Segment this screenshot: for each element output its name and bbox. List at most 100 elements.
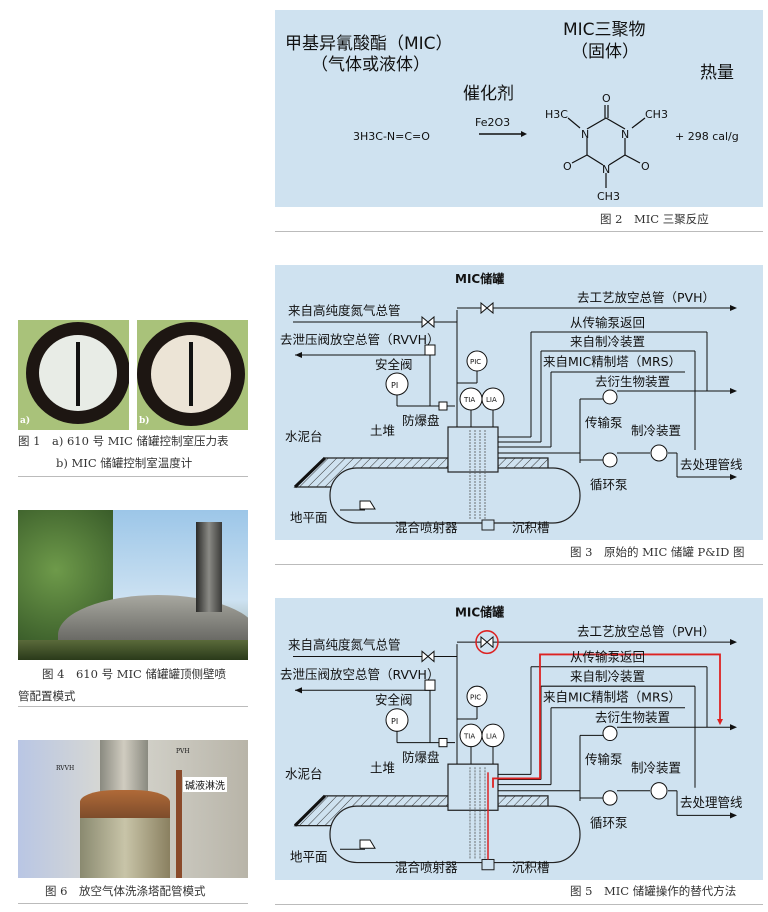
- lia-text: LIA: [486, 731, 497, 740]
- label-rupture-disk: 防爆盘: [402, 413, 440, 428]
- figure-5-caption: 图 5 MIC 储罐操作的替代方法: [570, 884, 737, 898]
- atom-n-left: N: [581, 128, 589, 141]
- vent-valve: [480, 635, 494, 649]
- tank-manway: [447, 763, 499, 811]
- label-safety-valve: 安全阀: [375, 692, 412, 707]
- label-earth-mound: 土堆: [370, 423, 395, 438]
- figure-1-caption-line2: b) MIC 储罐控制室温度计: [56, 456, 193, 470]
- circulation-pump-icon: [602, 452, 618, 468]
- pi-gauge: [385, 372, 409, 396]
- divider: [18, 706, 248, 707]
- piping: [293, 307, 730, 511]
- label-nitrogen: 来自高纯度氮气总管: [288, 637, 400, 652]
- divider: [275, 564, 763, 565]
- heat-label: 热量: [700, 63, 734, 83]
- label-sump: 沉积槽: [512, 520, 550, 535]
- label-pvh: PVH: [176, 748, 190, 755]
- label-return-from-pump: 从传输泵返回: [570, 315, 645, 330]
- nitrogen-valve: [421, 315, 435, 329]
- label-b: b): [139, 416, 150, 426]
- figure-4-caption-line2: 管配置模式: [18, 689, 76, 703]
- nitrogen-valve: [421, 650, 435, 663]
- vent-valve: [480, 301, 494, 315]
- atom-o-top: O: [602, 92, 611, 105]
- figure-1-caption-line1: 图 1 a) 610 号 MIC 储罐控制室压力表: [18, 434, 229, 448]
- label-pvh: 去工艺放空总管（PVH）: [577, 624, 715, 639]
- label-to-process: 去处理管线: [680, 795, 743, 810]
- tank-title: MIC储罐: [455, 271, 504, 286]
- eductor-icon: [359, 839, 376, 849]
- label-rupture-disk: 防爆盘: [402, 750, 440, 765]
- pi-text: PI: [391, 716, 398, 726]
- label-rvvh: RVVH: [56, 765, 75, 772]
- label-safety-valve: 安全阀: [375, 357, 413, 372]
- pic-gauge: [466, 350, 488, 372]
- methyl-bottom: CH3: [597, 190, 620, 203]
- label-return-from-pump: 从传输泵返回: [570, 649, 645, 664]
- figure-4-caption-line1: 图 4 610 号 MIC 储罐罐顶侧壁喷: [42, 667, 227, 681]
- label-rvvh: 去泄压阀放空总管（RVVH）: [280, 332, 440, 347]
- alternative-red-line: [492, 653, 721, 788]
- scrubber-photo: RVVH PVH 碱液淋洗: [18, 740, 248, 878]
- energy-release: + 298 cal/g: [675, 130, 739, 143]
- reactant-name: 甲基异氰酸酯（MIC）: [285, 34, 453, 54]
- label-transfer-pump: 传输泵: [585, 415, 623, 430]
- safety-valve-icon: [424, 679, 436, 691]
- label-circulation-pump: 循环泵: [590, 816, 628, 831]
- label-refrigeration-unit: 制冷装置: [631, 423, 681, 438]
- label-rvvh: 去泄压阀放空总管（RVVH）: [280, 667, 439, 682]
- label-transfer-pump: 传输泵: [585, 752, 623, 767]
- tank-manway: [447, 426, 499, 473]
- reactant-state: （气体或液体）: [311, 55, 430, 75]
- divider: [18, 903, 248, 904]
- transfer-pump-icon: [602, 725, 618, 742]
- label-concrete-pad: 水泥台: [285, 766, 322, 781]
- methyl-left: H3C: [545, 108, 568, 121]
- tank-top-photo: [18, 510, 248, 660]
- label-ground-level: 地平面: [290, 849, 327, 864]
- tia-text: TIA: [463, 731, 475, 740]
- storage-tank: [329, 805, 581, 864]
- label-eductor: 混合喷射器: [395, 520, 458, 535]
- sump-pot: [481, 519, 495, 531]
- label-from-mrs: 来自MIC精制塔（MRS）: [543, 354, 681, 369]
- methyl-right: CH3: [645, 108, 668, 121]
- triazine-ring: [567, 105, 646, 188]
- figure-2-caption: 图 2 MIC 三聚反应: [600, 212, 709, 226]
- catalyst-label: 催化剂: [463, 84, 514, 104]
- label-caustic-wash: 碱液淋洗: [183, 777, 227, 792]
- label-nitrogen: 来自高纯度氮气总管: [288, 303, 401, 318]
- pi-text: PI: [391, 381, 398, 390]
- label-a: a): [20, 416, 31, 426]
- figure-3-caption: 图 3 原始的 MIC 储罐 P&ID 图: [570, 545, 745, 559]
- thermometer-photo: b): [137, 320, 248, 430]
- label-from-refrigeration: 来自制冷装置: [570, 334, 645, 349]
- rupture-disk-icon: [438, 737, 448, 748]
- rupture-disk-icon: [438, 401, 448, 411]
- figure-5-pid-alternative: MIC储罐 去工艺放空总管（PVH） 来自高纯度氮气总管 去泄压阀放空总管（RV…: [275, 598, 763, 880]
- lia-gauge: [481, 387, 505, 411]
- pic-text: PIC: [470, 692, 481, 701]
- refrigeration-exchanger-icon: [650, 782, 668, 800]
- divider: [18, 476, 248, 477]
- divider: [275, 904, 763, 905]
- label-to-derivatives: 去衍生物装置: [595, 374, 670, 389]
- figure-3-pid: MIC储罐 去工艺放空总管（PVH） 来自高纯度氮气总管 去泄压阀放空总管（RV…: [275, 265, 763, 540]
- pic-gauge: [466, 685, 488, 708]
- pic-text: PIC: [470, 358, 481, 366]
- figure-6-caption: 图 6 放空气体洗涤塔配管模式: [45, 884, 206, 898]
- product-name: MIC三聚物: [563, 20, 646, 40]
- label-earth-mound: 土堆: [370, 760, 395, 775]
- transfer-pump-icon: [602, 389, 618, 405]
- highlight-valve-circle: [475, 630, 499, 655]
- atom-n-bottom: N: [602, 163, 610, 176]
- lia-text: LIA: [486, 396, 497, 404]
- label-ground-level: 地平面: [290, 510, 328, 525]
- reactant-formula: 3H3C-N=C=O: [353, 130, 430, 143]
- figure-2-reaction: 甲基异氰酸酯（MIC） （气体或液体） MIC三聚物 （固体） 热量 催化剂 F…: [275, 10, 763, 207]
- atom-o-right: O: [641, 160, 650, 173]
- circulation-pump-icon: [602, 790, 618, 806]
- refrigeration-exchanger-icon: [650, 444, 668, 462]
- tia-text: TIA: [463, 396, 475, 404]
- tank-title: MIC储罐: [455, 604, 504, 619]
